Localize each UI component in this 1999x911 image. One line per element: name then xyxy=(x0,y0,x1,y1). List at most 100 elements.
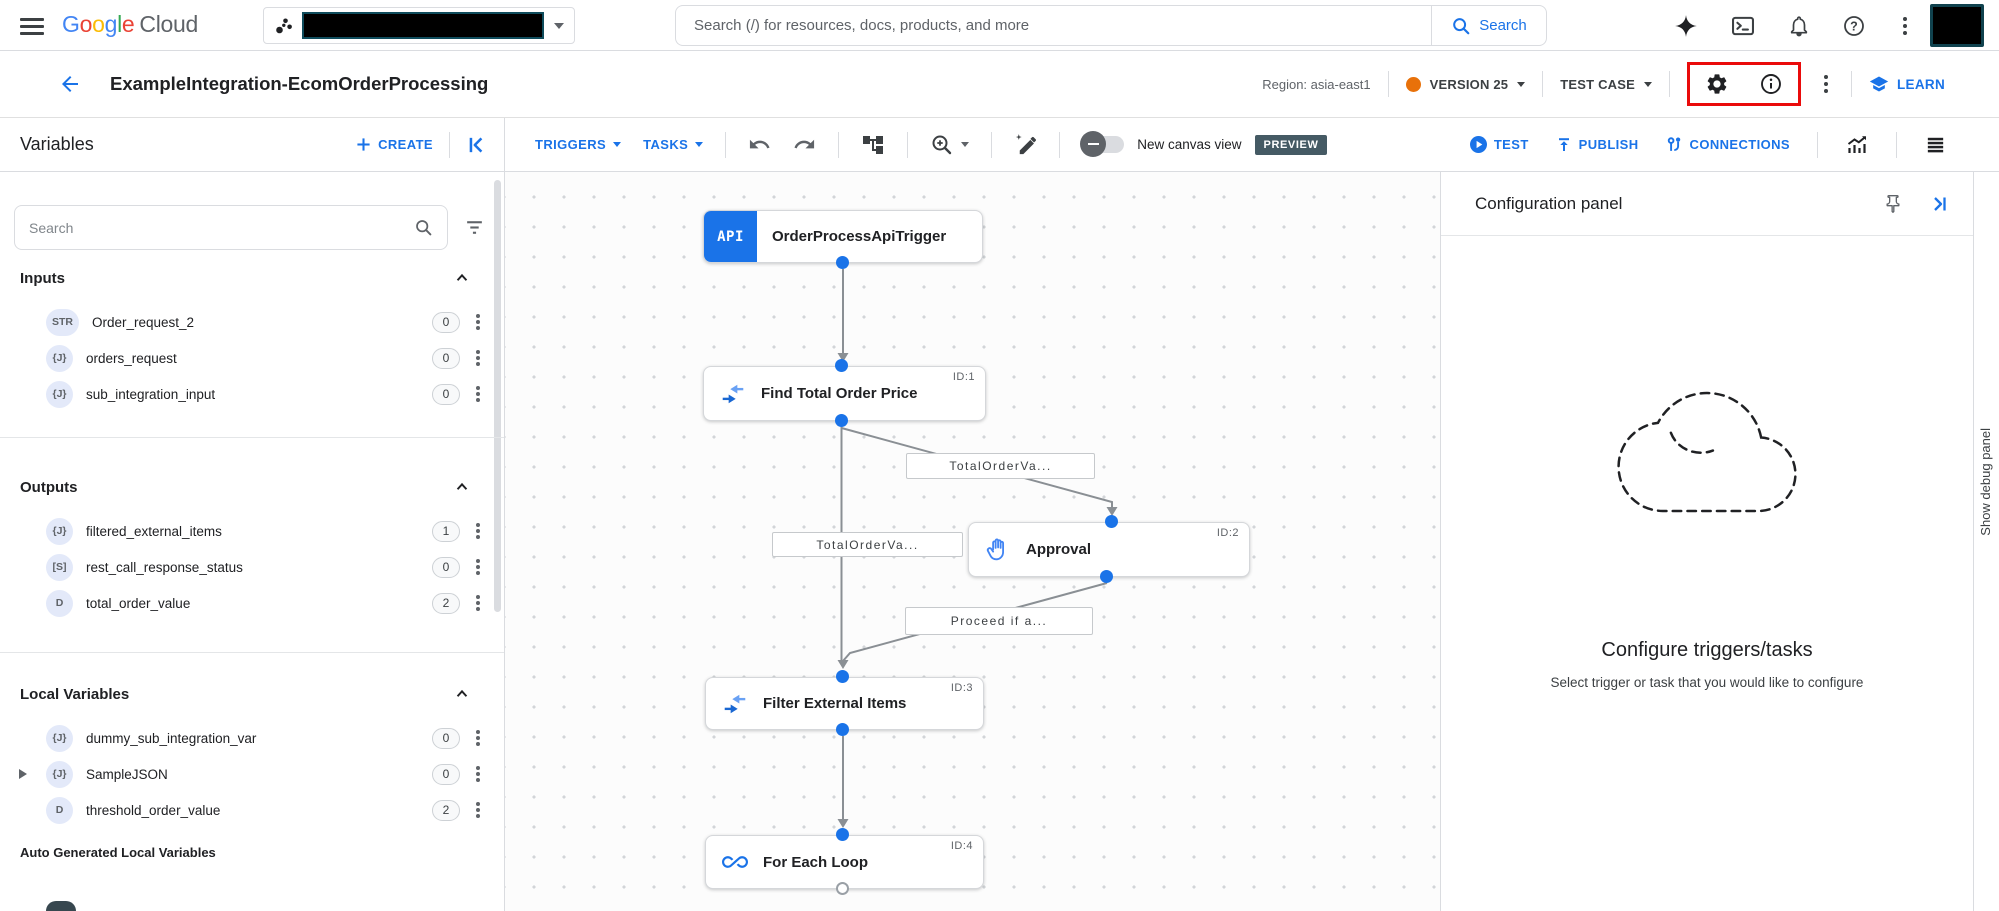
connector-dot[interactable] xyxy=(836,828,849,841)
collapse-right-icon[interactable] xyxy=(1929,194,1949,214)
test-case-label: TEST CASE xyxy=(1560,76,1635,92)
settings-gear-icon[interactable] xyxy=(1705,72,1729,96)
variables-search-input[interactable] xyxy=(29,219,414,236)
version-dropdown[interactable]: VERSION 25 xyxy=(1405,76,1526,92)
test-button[interactable]: TEST xyxy=(1469,136,1529,153)
connector-dot[interactable] xyxy=(835,414,848,427)
sidebar-scrollbar[interactable] xyxy=(494,180,501,612)
variable-row[interactable]: D threshold_order_value 2 xyxy=(0,792,504,828)
variable-row[interactable]: {J} dummy_sub_integration_var 0 xyxy=(0,720,504,756)
chevron-up-icon[interactable] xyxy=(454,270,470,286)
publish-button[interactable]: PUBLISH xyxy=(1556,137,1639,153)
show-debug-panel-button[interactable]: Show debug panel xyxy=(1978,428,1993,536)
row-menu-icon[interactable] xyxy=(476,720,480,756)
publish-icon xyxy=(1558,137,1569,151)
filter-list-icon[interactable] xyxy=(464,217,485,243)
edge-label[interactable]: TotalOrderVa... xyxy=(772,532,963,557)
pin-icon[interactable] xyxy=(1883,194,1903,214)
page-title: ExampleIntegration-EcomOrderProcessing xyxy=(110,73,489,94)
row-menu-icon[interactable] xyxy=(476,585,480,621)
cloud-shell-icon[interactable] xyxy=(1730,13,1756,39)
info-icon[interactable] xyxy=(1759,72,1783,96)
create-variable-button[interactable]: CREATE xyxy=(356,137,433,152)
flow-edges xyxy=(837,269,1118,828)
edge-label[interactable]: TotalOrderVa... xyxy=(906,453,1095,479)
row-menu-icon[interactable] xyxy=(476,792,480,828)
connector-dot[interactable] xyxy=(835,359,848,372)
chevron-up-icon[interactable] xyxy=(454,479,470,495)
chevron-down-icon xyxy=(1517,81,1526,87)
variable-row[interactable]: D total_order_value 2 xyxy=(0,585,504,621)
learn-button[interactable]: LEARN xyxy=(1869,74,1945,94)
tasks-dropdown[interactable]: TASKS xyxy=(643,137,704,152)
usage-count-badge: 1 xyxy=(432,520,460,542)
connector-dot[interactable] xyxy=(1105,515,1118,528)
node-order-process-api-trigger[interactable]: API OrderProcessApiTrigger xyxy=(703,210,983,263)
gemini-icon[interactable] xyxy=(1673,13,1699,39)
flow-canvas[interactable]: TotalOrderVa... TotalOrderVa... Proceed … xyxy=(505,172,1440,911)
test-label: TEST xyxy=(1493,137,1529,152)
publish-label: PUBLISH xyxy=(1578,137,1639,152)
variable-row[interactable]: {J} orders_request 0 xyxy=(0,340,504,376)
connections-icon xyxy=(1667,137,1680,151)
variable-row[interactable]: {J} SampleJSON 0 xyxy=(0,756,504,792)
project-selector[interactable] xyxy=(263,7,575,44)
edge-label[interactable]: Proceed if a... xyxy=(905,607,1093,635)
notifications-icon[interactable] xyxy=(1787,14,1811,38)
row-menu-icon[interactable] xyxy=(476,513,480,549)
row-menu-icon[interactable] xyxy=(476,340,480,376)
triggers-dropdown[interactable]: TRIGGERS xyxy=(535,137,622,152)
ai-edit-icon[interactable] xyxy=(1014,133,1037,156)
zoom-dropdown[interactable] xyxy=(930,133,970,157)
analytics-icon[interactable] xyxy=(1845,133,1869,157)
connections-label: CONNECTIONS xyxy=(1689,137,1790,152)
new-canvas-label: New canvas view xyxy=(1137,137,1242,152)
auto-layout-icon[interactable] xyxy=(861,133,885,157)
usage-count-badge: 2 xyxy=(432,592,460,614)
undo-icon[interactable] xyxy=(748,133,771,156)
node-find-total-order-price[interactable]: Find Total Order Price ID:1 xyxy=(703,366,986,421)
empty-state-title: Configure triggers/tasks xyxy=(1601,639,1813,661)
section-local-variables: Local Variables {J} dummy_sub_integratio… xyxy=(0,682,504,828)
node-for-each-loop[interactable]: For Each Loop ID:4 xyxy=(705,835,984,889)
connections-button[interactable]: CONNECTIONS xyxy=(1666,136,1790,153)
row-menu-icon[interactable] xyxy=(476,304,480,340)
connector-dot[interactable] xyxy=(836,723,849,736)
connector-dot[interactable] xyxy=(836,256,849,269)
connector-dot[interactable] xyxy=(836,670,849,683)
node-approval[interactable]: Approval ID:2 xyxy=(968,522,1250,577)
triggers-label: TRIGGERS xyxy=(535,137,607,152)
test-case-dropdown[interactable]: TEST CASE xyxy=(1560,77,1652,92)
row-menu-icon[interactable] xyxy=(476,756,480,792)
global-search-button[interactable]: Search xyxy=(1431,5,1547,46)
help-icon[interactable]: ? xyxy=(1842,14,1866,38)
new-canvas-toggle[interactable] xyxy=(1080,131,1125,157)
logs-list-icon[interactable] xyxy=(1924,133,1947,156)
expand-arrow-icon[interactable] xyxy=(19,769,27,779)
version-label: VERSION 25 xyxy=(1429,76,1509,92)
chevron-up-icon[interactable] xyxy=(454,686,470,702)
node-filter-external-items[interactable]: Filter External Items ID:3 xyxy=(705,677,984,730)
empty-state-cloud-icon xyxy=(1615,382,1800,527)
search-icon xyxy=(1453,17,1470,34)
row-menu-icon[interactable] xyxy=(476,376,480,412)
variable-row[interactable]: STR Order_request_2 0 xyxy=(0,304,504,340)
connector-dot[interactable] xyxy=(1100,570,1113,583)
variable-row[interactable]: [S] rest_call_response_status 0 xyxy=(0,549,504,585)
account-avatar[interactable] xyxy=(1930,4,1984,47)
back-arrow-icon[interactable] xyxy=(58,72,82,96)
row-menu-icon[interactable] xyxy=(476,549,480,585)
more-options-icon[interactable] xyxy=(1897,23,1913,28)
global-search-input[interactable] xyxy=(675,5,1431,46)
variable-name: Order_request_2 xyxy=(92,314,195,330)
variable-row[interactable]: {J} filtered_external_items 1 xyxy=(0,513,504,549)
loop-icon xyxy=(722,856,748,868)
variable-type-badge: {J} xyxy=(46,344,73,372)
menu-icon[interactable] xyxy=(20,14,44,39)
more-options-icon[interactable] xyxy=(1818,82,1834,86)
collapse-panel-icon[interactable] xyxy=(466,134,488,156)
connector-dot-open[interactable] xyxy=(836,882,849,895)
redo-icon[interactable] xyxy=(793,133,816,156)
logo-google-text: Google xyxy=(62,11,135,37)
variable-row[interactable]: {J} sub_integration_input 0 xyxy=(0,376,504,412)
